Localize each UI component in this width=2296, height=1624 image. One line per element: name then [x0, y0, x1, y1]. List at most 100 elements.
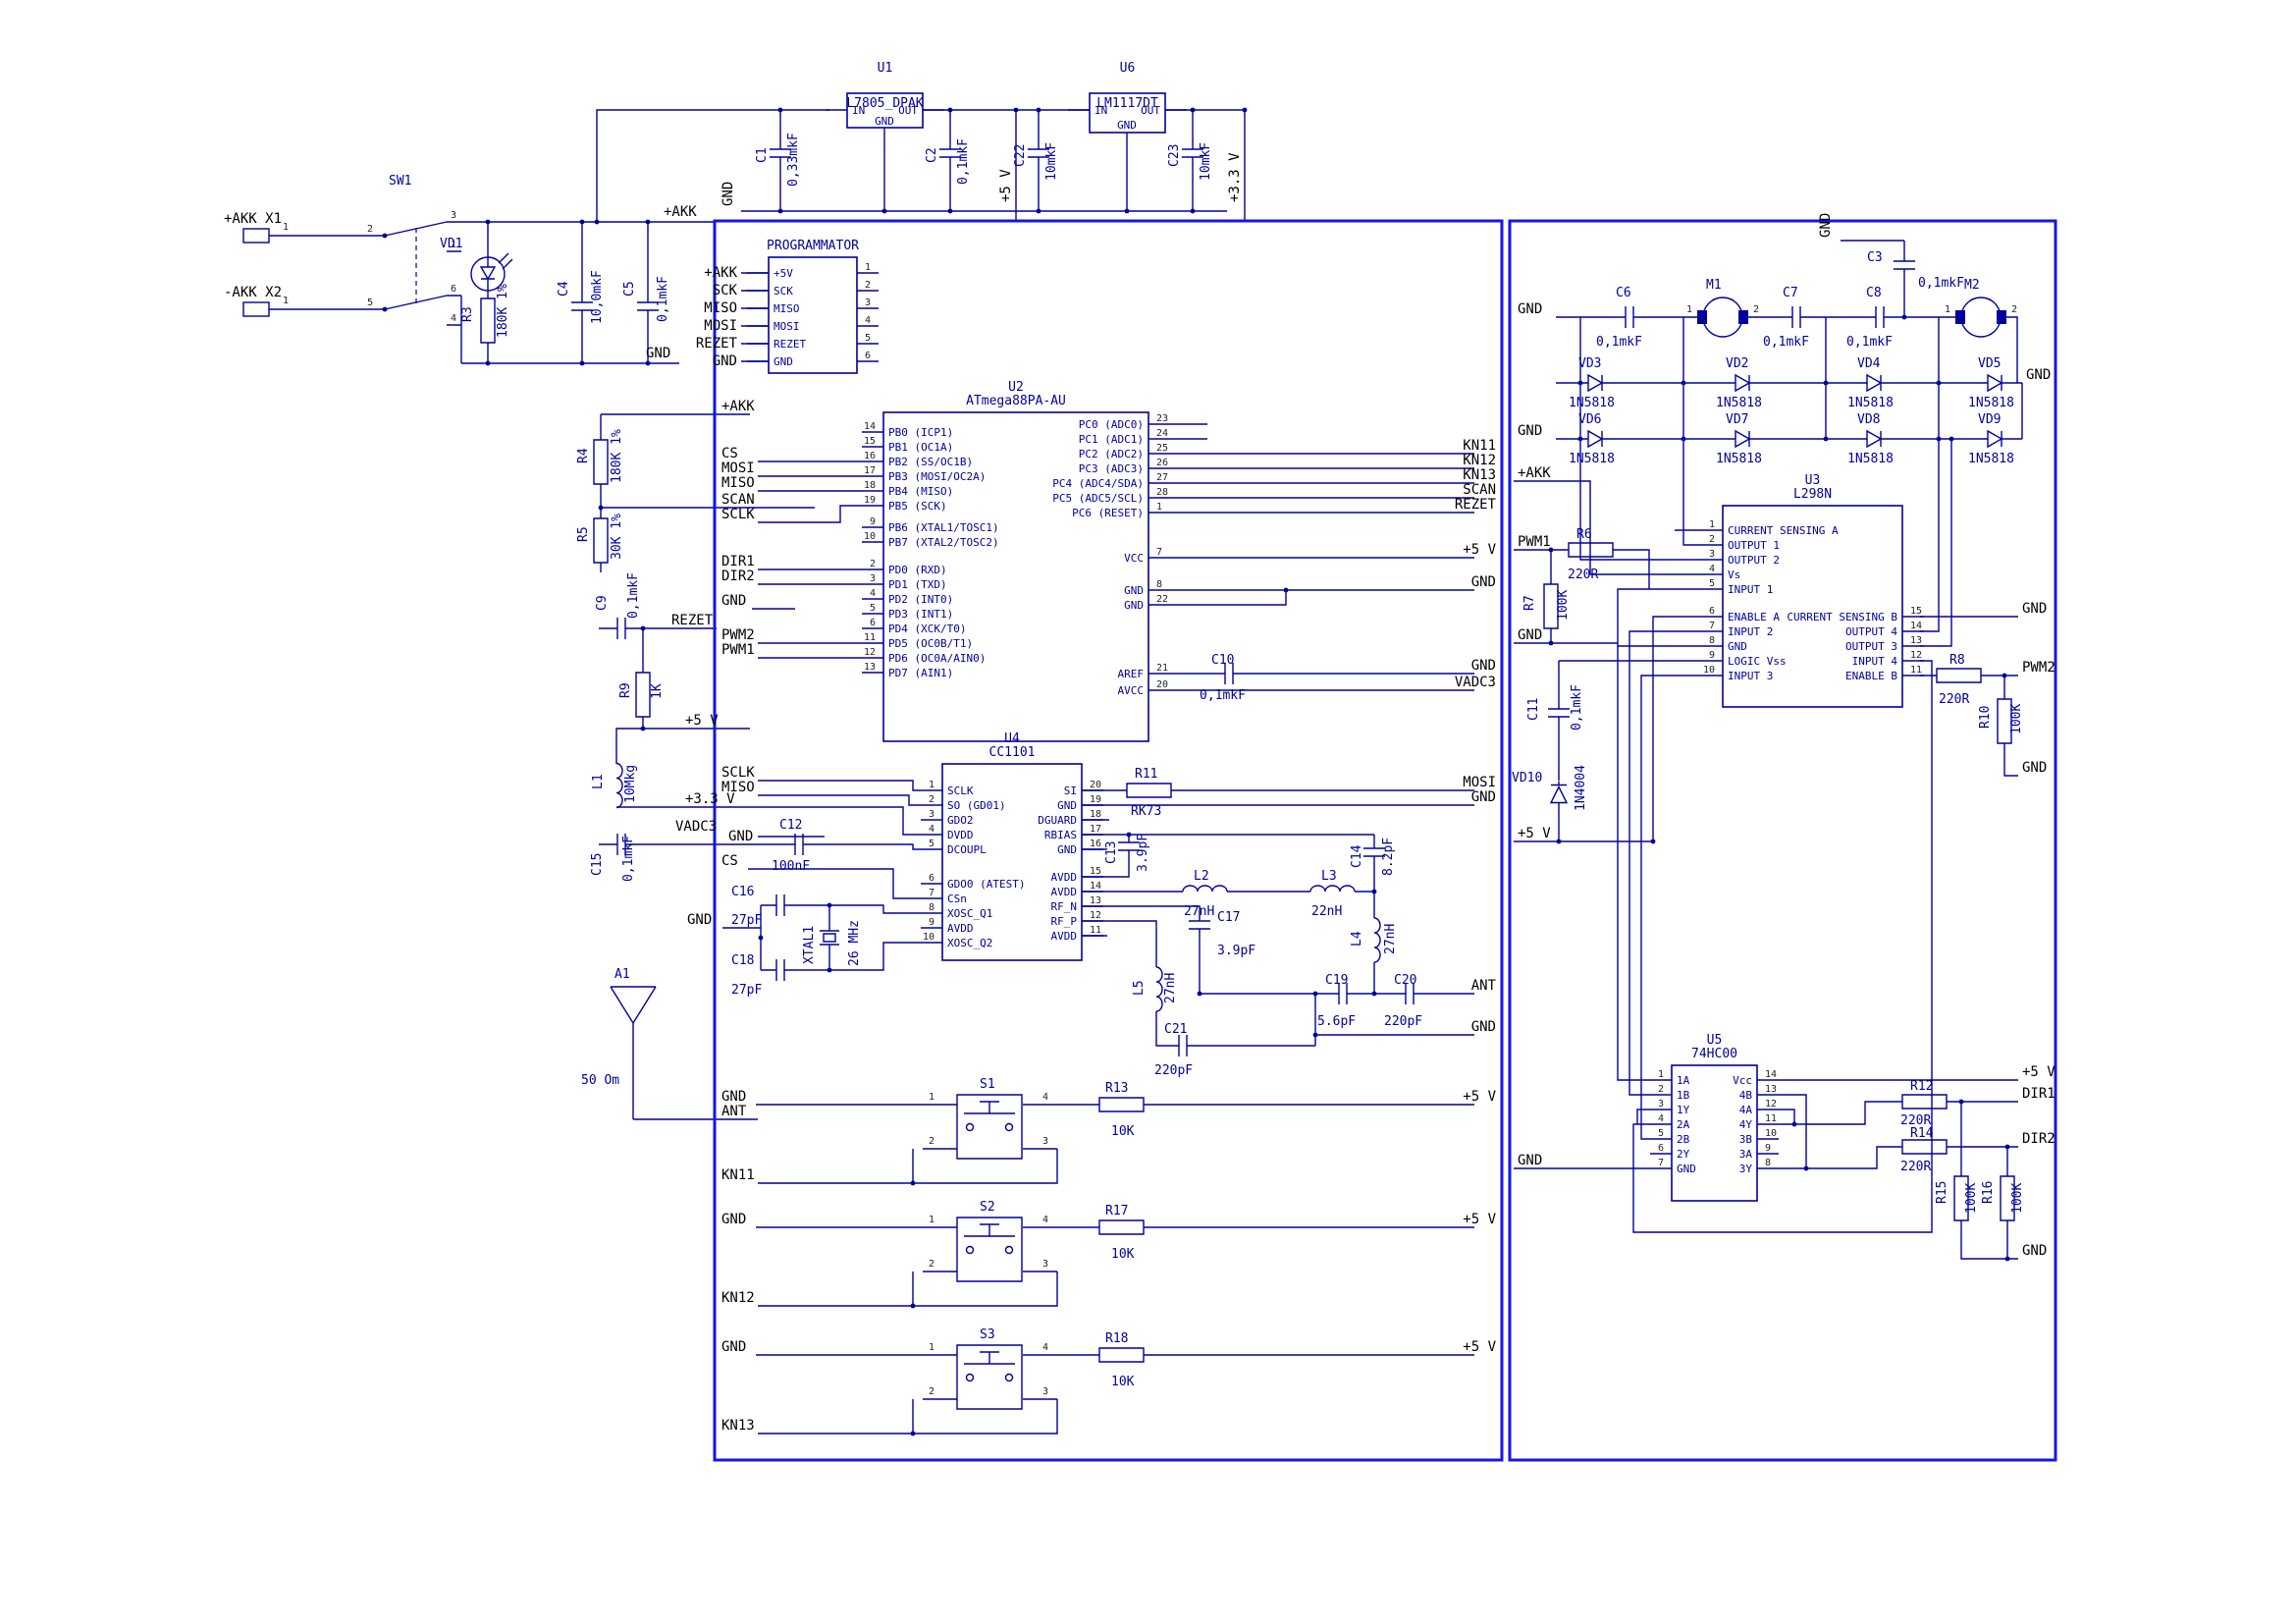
- s2-ref: S2: [980, 1200, 995, 1215]
- u5-pin-num: 13: [1765, 1084, 1777, 1095]
- c15-ref: C15: [590, 853, 605, 876]
- r3-val: 180K 1%: [496, 284, 510, 338]
- vd8-val: 1N5818: [1847, 452, 1894, 466]
- junction-dot: [1190, 208, 1196, 214]
- junction-dot: [1371, 991, 1377, 997]
- vd6-symbol: [1587, 429, 1616, 449]
- vd1-ref: VD1: [440, 237, 462, 251]
- c14-val: 8.2pF: [1381, 838, 1396, 876]
- u2-pin-num: 19: [864, 495, 876, 506]
- vd7-symbol: [1735, 429, 1763, 449]
- c3-symbol: [1894, 260, 1915, 270]
- s3-pin-1: 1: [929, 1342, 934, 1353]
- u4-pin-name: RF_N: [1051, 900, 1078, 913]
- junction-dot: [1681, 380, 1686, 386]
- net-kn13-r: KN13: [1463, 467, 1496, 483]
- c10-val: 0,1mkF: [1200, 688, 1246, 703]
- u2-pin-num: 21: [1156, 663, 1168, 674]
- u3-pin-num: 7: [1709, 621, 1715, 631]
- u4-pin-name: GND: [1057, 843, 1077, 856]
- net-gnd-s3: GND: [721, 1339, 746, 1355]
- junction-dot: [594, 219, 600, 225]
- vd10-ref: VD10: [1512, 771, 1542, 785]
- c23-ref: C23: [1167, 144, 1182, 167]
- r9-ref: R9: [618, 682, 633, 698]
- rs-5v-u5: +5 V: [2022, 1064, 2056, 1080]
- junction-dot: [640, 726, 646, 731]
- u5-pin-num: 1: [1658, 1069, 1664, 1080]
- programmator-pin-name: SCK: [774, 285, 793, 298]
- net-gnd-r2: GND: [1471, 658, 1496, 674]
- r18-symbol: [1098, 1347, 1145, 1363]
- a1-ref: A1: [614, 967, 630, 982]
- u6-ref: U6: [1120, 61, 1136, 76]
- s2-symbol: [1004, 1245, 1014, 1255]
- c22-ref: C22: [1013, 144, 1028, 167]
- programmator-ref: PROGRAMMATOR: [767, 239, 859, 253]
- net-scan-r: SCAN: [1463, 482, 1496, 498]
- u2-pin-name: AVCC: [1118, 684, 1145, 697]
- r14-symbol: [1901, 1139, 1948, 1155]
- c8-val: 0,1mkF: [1846, 335, 1893, 350]
- m2-symbol: [1960, 297, 2002, 338]
- junction-dot: [758, 935, 764, 941]
- r15-val: 100K: [1964, 1183, 1979, 1214]
- u4-pin-name: DVDD: [947, 829, 974, 841]
- u2-pin-name: PC1 (ADC1): [1079, 433, 1144, 446]
- u3-pin-num: 9: [1709, 650, 1715, 661]
- u3-pin-name: INPUT 3: [1728, 670, 1773, 682]
- rs-gnd-r10: GND: [2022, 760, 2047, 776]
- r16-val: 100K: [2010, 1183, 2025, 1214]
- u4-pin-num: 8: [929, 902, 934, 913]
- u4-pin-num: 14: [1090, 881, 1101, 892]
- net-gnd-s1: GND: [721, 1089, 746, 1105]
- u2-pin-num: 14: [864, 421, 876, 432]
- r8-val: 220R: [1939, 692, 1969, 707]
- s1-symbol: [956, 1094, 1023, 1160]
- u2-pin-num: 1: [1156, 502, 1162, 513]
- u4-pin-num: 12: [1090, 910, 1101, 921]
- junction-dot: [1803, 1165, 1809, 1171]
- junction-dot: [1242, 107, 1248, 113]
- net-gnd-xtal: GND: [687, 912, 712, 928]
- programmator-pin-num: 4: [865, 315, 871, 326]
- u2-pin-num: 24: [1156, 428, 1168, 439]
- u4-pin-num: 9: [929, 917, 934, 928]
- vd1-symbol: [479, 252, 513, 291]
- vd10-val: 1N4004: [1574, 765, 1588, 811]
- junction-dot: [1577, 380, 1583, 386]
- r9-val: 1K: [650, 683, 665, 699]
- net-ant-r: ANT: [1471, 978, 1497, 994]
- u4-pin-num: 15: [1090, 866, 1101, 877]
- programmator-pin-num: 3: [865, 298, 871, 308]
- net-pwm2: PWM2: [721, 627, 755, 643]
- c10-symbol: [1224, 663, 1234, 684]
- u4-pin-num: 17: [1090, 824, 1101, 835]
- junction-dot: [1949, 436, 1954, 442]
- net-kn13-left: KN13: [721, 1418, 755, 1434]
- s2-symbol: [965, 1245, 975, 1255]
- l5-symbol: [1155, 966, 1163, 1012]
- u3-pin-num: 8: [1709, 635, 1715, 646]
- s3-symbol: [1004, 1373, 1014, 1382]
- s1-pin-3: 3: [1042, 1136, 1048, 1147]
- s3-ref: S3: [980, 1327, 995, 1342]
- junction-dot: [1681, 436, 1686, 442]
- u2-pin-name: VCC: [1124, 552, 1144, 565]
- vd5-val: 1N5818: [1968, 396, 2014, 410]
- junction-dot: [777, 107, 783, 113]
- u6-pin-name: IN: [1095, 104, 1107, 117]
- rs-dir1: DIR1: [2022, 1086, 2056, 1102]
- c5-symbol: [637, 301, 659, 311]
- u2-pin-num: 16: [864, 451, 876, 461]
- r6-symbol: [1568, 542, 1614, 558]
- u2-pin-num: 13: [864, 662, 876, 673]
- u2-pin-name: PC3 (ADC3): [1079, 462, 1144, 475]
- u4-pin-name: XOSC_Q2: [947, 937, 992, 949]
- x1-label: +AKK X1: [224, 211, 282, 227]
- u4-pin-num: 18: [1090, 809, 1101, 820]
- u4-pin-name: AVDD: [1051, 930, 1078, 943]
- r15-ref: R15: [1935, 1181, 1949, 1204]
- u2-pin-name: PC6 (RESET): [1072, 507, 1144, 519]
- net-5v-s1: +5 V: [1463, 1089, 1496, 1105]
